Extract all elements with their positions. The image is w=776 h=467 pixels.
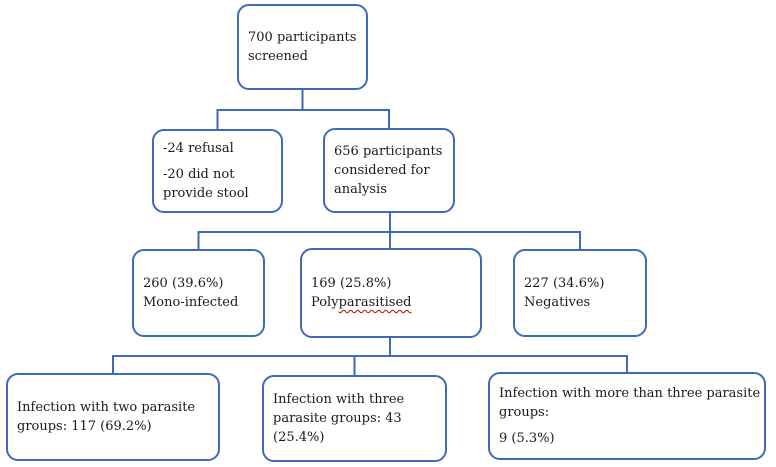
node-analysis-text: 656 participants considered for analysis [334, 144, 443, 197]
node-more-than-three-count: 9 (5.3%) [499, 431, 555, 446]
node-two-parasite-groups-box: Infection with two parasite groups: 117 … [6, 373, 220, 461]
node-refusal-box: -24 refusal -20 did not provide stool [152, 129, 283, 213]
connector-level4-branch [112, 355, 628, 373]
node-refusal-line-2: -20 did not provide stool [163, 167, 249, 201]
node-two-parasite-groups-text: Infection with two parasite groups: 117 … [17, 400, 196, 434]
node-mono-infected-box: 260 (39.6%) Mono-infected [132, 249, 265, 337]
polyparasitised-word-misspelled: parasitised [338, 295, 412, 310]
node-negatives-text: 227 (34.6%) Negatives [524, 276, 605, 310]
node-more-than-three-label: Infection with more than three parasite … [499, 386, 761, 420]
node-refusal-line-1: -24 refusal [163, 141, 234, 156]
node-polyparasitised-box: 169 (25.8%) Polyparasitised [300, 248, 482, 338]
node-polyparasitised-count: 169 (25.8%) [311, 276, 392, 291]
node-analysis-box: 656 participants considered for analysis [323, 128, 455, 213]
node-polyparasitised-label: Polyparasitised [311, 293, 476, 312]
node-screened-box: 700 participants screened [237, 4, 368, 90]
node-three-parasite-groups-text: Infection with three parasite groups: 43… [273, 392, 405, 445]
node-mono-infected-text: 260 (39.6%) Mono-infected [143, 276, 239, 310]
node-three-parasite-groups-box: Infection with three parasite groups: 43… [262, 375, 447, 462]
node-screened-text: 700 participants screened [248, 30, 357, 64]
polyparasitised-word-prefix: Poly [311, 295, 339, 310]
node-negatives-box: 227 (34.6%) Negatives [513, 249, 647, 337]
connector-level3-branch [197, 231, 581, 249]
node-more-than-three-groups-box: Infection with more than three parasite … [488, 372, 766, 460]
connector-level2-branch [216, 109, 390, 129]
